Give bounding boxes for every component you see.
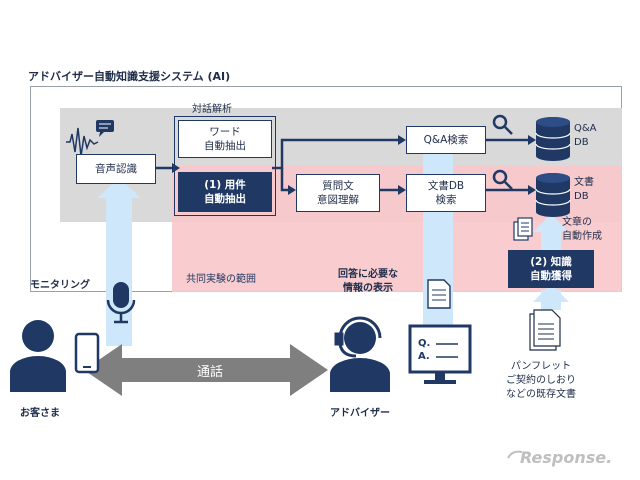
- qa-search-box: Q&A検索: [406, 126, 486, 154]
- intent-understanding-box: 質問文 意図理解: [296, 174, 380, 212]
- doc-db-label: 文書 DB: [574, 177, 594, 202]
- pamphlet-label: パンフレット ご契約のしおり などの既存文書: [506, 361, 576, 400]
- magnifier-icon: [492, 114, 513, 135]
- headset-icon: [334, 316, 382, 358]
- requirement-extraction-box: (1) 用件 自動抽出: [178, 172, 272, 212]
- call-arrow: [84, 344, 328, 396]
- document-icon: [427, 279, 451, 309]
- smartphone-icon: [74, 332, 100, 374]
- joint-scope-label: 共同実験の範囲: [186, 274, 256, 285]
- knowledge-acquisition-box: (2) 知識 自動獲得: [508, 250, 594, 288]
- magnifier-icon: [492, 169, 513, 190]
- watermark: Response.: [520, 448, 613, 467]
- customer-label: お客さま: [20, 408, 60, 419]
- database-icon: [535, 173, 571, 217]
- qa-db-label: Q&A DB: [574, 123, 597, 148]
- advisor-person-icon: [330, 322, 390, 392]
- customer-person-icon: [10, 320, 66, 392]
- screen-q-label: Q.: [418, 338, 431, 349]
- dialog-analysis-group: [174, 116, 276, 216]
- document-icon: [529, 309, 561, 351]
- monitor-icon: [408, 324, 472, 384]
- advisor-label: アドバイザー: [330, 408, 390, 419]
- word-extraction-box: ワード 自動抽出: [178, 120, 272, 158]
- doc-db-search-box: 文書DB 検索: [406, 174, 486, 212]
- diagram-title: アドバイザー自動知識支援システム (AI): [28, 70, 231, 83]
- screen-a-label: A.: [418, 351, 430, 362]
- speech-recognition-box: 音声認識: [76, 154, 156, 184]
- info-display-label: 回答に必要な 情報の表示: [338, 269, 398, 294]
- chat-bubble-icon: [96, 120, 114, 137]
- microphone-icon: [106, 282, 136, 324]
- call-label: 通話: [196, 365, 223, 380]
- waveform-icon: [66, 127, 99, 157]
- doc-auto-label: 文章の 自動作成: [562, 217, 602, 242]
- document-icon: [513, 217, 533, 241]
- monitoring-label: モニタリング: [30, 280, 90, 291]
- database-icon: [535, 117, 571, 161]
- dialog-analysis-label: 対話解析: [192, 104, 232, 115]
